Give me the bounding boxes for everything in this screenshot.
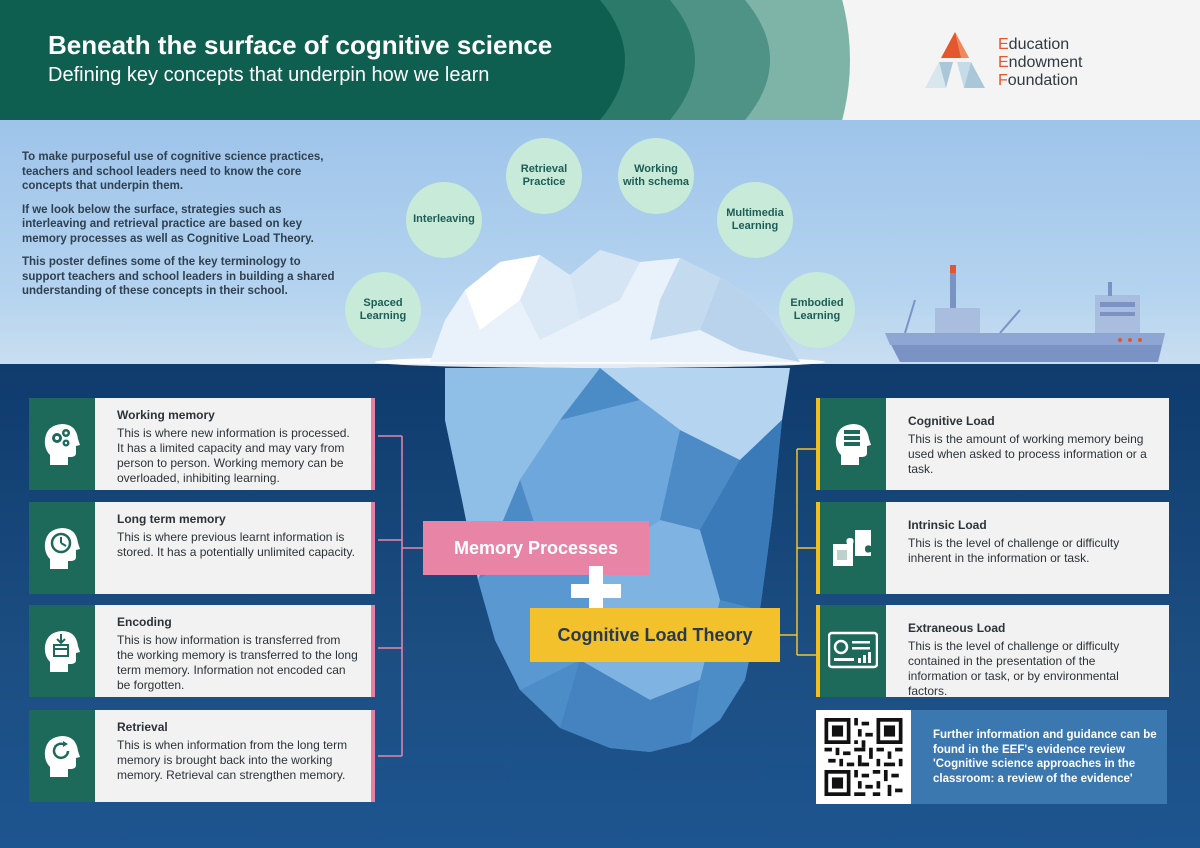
card-extraneous-load: Extraneous Load This is the level of cha… bbox=[816, 605, 1169, 698]
card-working-memory: Working memory This is where new informa… bbox=[29, 398, 375, 490]
intro-paragraph: To make purposeful use of cognitive scie… bbox=[22, 151, 324, 192]
ship-icon bbox=[885, 265, 1165, 362]
qr-code-icon bbox=[824, 718, 903, 796]
card-title: Encoding bbox=[117, 615, 172, 629]
card-cognitive-load: Cognitive Load This is the amount of wor… bbox=[816, 398, 1169, 490]
card-intrinsic-load: Intrinsic Load This is the level of chal… bbox=[816, 502, 1169, 594]
cognitive-load-theory-label: Cognitive Load Theory bbox=[530, 608, 780, 662]
iceberg-icon bbox=[375, 250, 825, 752]
card-long-term-memory: Long term memory This is where previous … bbox=[29, 502, 375, 594]
card-body: This is how information is transferred f… bbox=[117, 633, 358, 692]
card-body: This is when information from the long t… bbox=[117, 738, 348, 782]
intro-text: To make purposeful use of cognitive scie… bbox=[22, 150, 342, 308]
bubble-working-with-schema: Working with schema bbox=[618, 138, 694, 214]
page-title: Beneath the surface of cognitive science bbox=[48, 30, 553, 60]
refresh-head-icon bbox=[44, 736, 80, 777]
eef-logo-text: Education Endowment Foundation bbox=[998, 36, 1083, 89]
bubble-multimedia-learning: Multimedia Learning bbox=[717, 182, 793, 258]
load-connector-lines bbox=[780, 448, 816, 656]
puzzle-icon bbox=[833, 530, 871, 566]
clock-head-icon bbox=[44, 528, 80, 569]
plus-icon bbox=[571, 566, 621, 616]
intro-paragraph: If we look below the surface, strategies… bbox=[22, 203, 314, 245]
card-body: This is the level of challenge or diffic… bbox=[908, 639, 1120, 698]
bubble-embodied-learning: Embodied Learning bbox=[779, 272, 855, 348]
further-information-text: Further information and guidance can be … bbox=[911, 710, 1167, 804]
card-encoding: Encoding This is how information is tran… bbox=[29, 605, 375, 697]
card-body: This is the level of challenge or diffic… bbox=[908, 536, 1120, 565]
bubble-interleaving: Interleaving bbox=[406, 182, 482, 258]
card-title: Intrinsic Load bbox=[908, 518, 987, 532]
stack-head-icon bbox=[835, 424, 871, 465]
intro-paragraph: This poster defines some of the key term… bbox=[22, 256, 335, 297]
card-title: Cognitive Load bbox=[908, 414, 995, 428]
card-body: This is the amount of working memory bei… bbox=[908, 432, 1147, 476]
bubble-retrieval-practice: Retrieval Practice bbox=[506, 138, 582, 214]
card-body: This is where new information is process… bbox=[117, 426, 350, 485]
card-title: Retrieval bbox=[117, 720, 168, 734]
dashboard-icon bbox=[828, 631, 878, 669]
card-title: Extraneous Load bbox=[908, 621, 1006, 635]
page-subtitle: Defining key concepts that underpin how … bbox=[48, 64, 490, 86]
eef-logo-icon bbox=[925, 32, 985, 88]
bubble-spaced-learning: Spaced Learning bbox=[345, 272, 421, 348]
memory-connector-lines bbox=[378, 435, 423, 757]
card-title: Long term memory bbox=[117, 512, 226, 526]
box-head-icon bbox=[44, 631, 80, 672]
qr-code[interactable] bbox=[816, 710, 911, 804]
card-title: Working memory bbox=[117, 408, 215, 422]
memory-processes-label: Memory Processes bbox=[423, 521, 649, 575]
header: Beneath the surface of cognitive science… bbox=[0, 0, 1200, 120]
header-background bbox=[0, 0, 850, 120]
card-body: This is where previous learnt informatio… bbox=[117, 530, 355, 559]
gears-head-icon bbox=[44, 424, 80, 465]
card-retrieval: Retrieval This is when information from … bbox=[29, 710, 375, 802]
